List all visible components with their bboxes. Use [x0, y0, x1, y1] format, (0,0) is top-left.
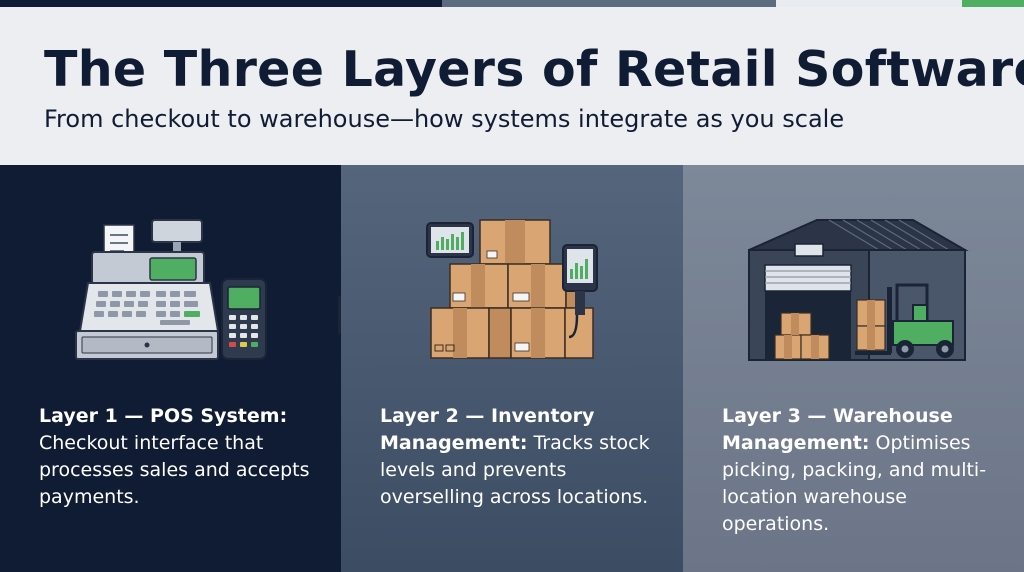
layer-3-description: Layer 3 — Warehouse Management: Optimise…: [722, 403, 1012, 538]
page-subtitle: From checkout to warehouse—how systems i…: [44, 105, 845, 133]
layer-2-text: Tracks stock levels and prevents oversel…: [380, 432, 650, 508]
layer-1-panel: Layer 1 — POS System: Checkout interface…: [0, 165, 368, 572]
layer-2-description: Layer 2 — Inventory Management: Tracks s…: [380, 403, 670, 511]
inventory-boxes-icon: [426, 219, 598, 359]
accent-segment-light: [776, 0, 962, 7]
warehouse-forklift-icon: [748, 219, 969, 361]
top-accent-bar: [0, 0, 1024, 7]
layer-1-description: Layer 1 — POS System: Checkout interface…: [39, 403, 329, 511]
accent-segment-navy: [0, 0, 442, 7]
page-title: The Three Layers of Retail Software: [44, 41, 1024, 98]
layer-2-heading: Layer 2 — Inventory Management:: [380, 405, 595, 454]
layer-1-heading: Layer 1 — POS System:: [39, 405, 288, 427]
accent-segment-slate: [442, 0, 776, 7]
layer-3-heading: Layer 3 — Warehouse Management:: [722, 405, 953, 454]
accent-segment-green: [962, 0, 1024, 7]
header: The Three Layers of Retail Software From…: [0, 7, 1024, 165]
cash-register-icon: [75, 219, 267, 360]
layer-1-text: Checkout interface that processes sales …: [39, 432, 310, 508]
layer-3-panel: Layer 3 — Warehouse Management: Optimise…: [683, 165, 1024, 572]
layer-2-panel: Layer 2 — Inventory Management: Tracks s…: [341, 165, 711, 572]
layer-3-text: Optimises picking, packing, and multi-lo…: [722, 432, 987, 535]
